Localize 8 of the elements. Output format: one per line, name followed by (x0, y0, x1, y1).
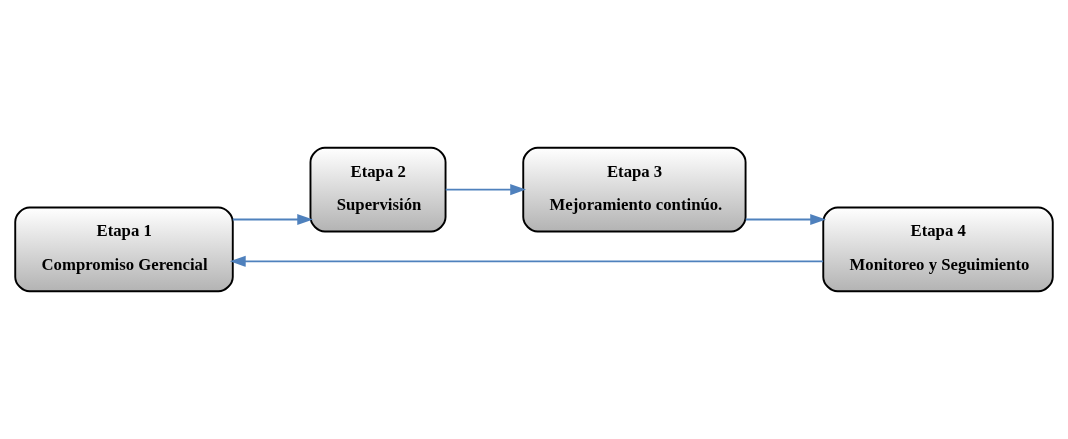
arrow (444, 184, 526, 196)
arrow (744, 213, 827, 226)
node-box: Etapa 1 Compromiso Gerencial (14, 206, 234, 293)
node-box: Etapa 3 Mejoramiento continúo. (522, 146, 747, 233)
node-box: Etapa 2 Supervisión (309, 146, 447, 233)
arrow (229, 255, 825, 267)
node-box: Etapa 4 Monitoreo y Seguimiento (822, 206, 1054, 293)
arrow (231, 213, 314, 226)
